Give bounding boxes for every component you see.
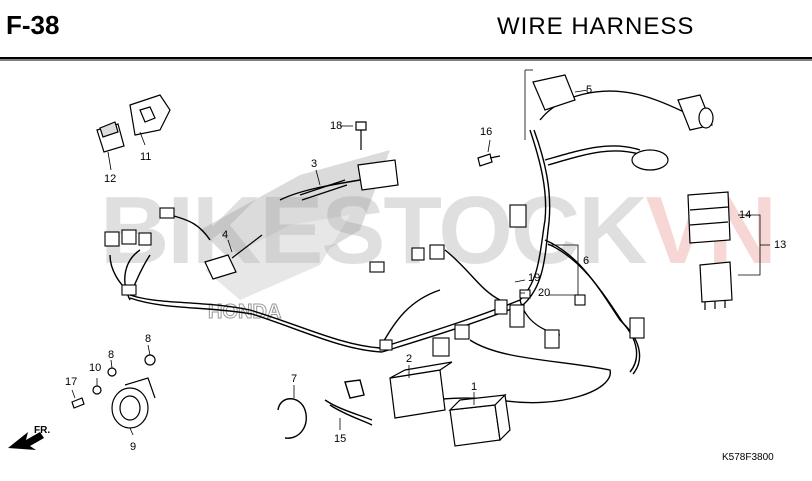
- small-connectors: [104, 204, 645, 357]
- callout-15: 15: [334, 433, 347, 445]
- part-3-coil: [299, 159, 399, 201]
- leader-lines: [71, 69, 770, 436]
- part-14-relay: [687, 191, 731, 244]
- part-18-bolt: [355, 121, 367, 150]
- part-1-box: [448, 393, 511, 447]
- callout-14: 14: [739, 209, 752, 221]
- callout-11: 11: [140, 151, 152, 163]
- main-harness: [109, 90, 691, 411]
- callout-19: 19: [528, 272, 541, 284]
- part-7-clamp: [277, 398, 307, 439]
- part-2-box: [389, 361, 453, 419]
- callout-8b: 8: [108, 349, 115, 361]
- part-5-connector: [532, 74, 576, 111]
- part-16-bolt: [477, 153, 501, 167]
- part-12-connector: [96, 121, 125, 153]
- callout-4: 4: [222, 229, 229, 241]
- diagram-title: WIRE HARNESS: [497, 13, 695, 40]
- front-direction-arrow: [8, 432, 44, 450]
- callout-10: 10: [89, 362, 102, 374]
- callout-7: 7: [291, 373, 298, 385]
- callout-8a: 8: [145, 333, 152, 345]
- callout-1: 1: [471, 381, 478, 393]
- callout-2: 2: [406, 353, 413, 365]
- callout-12: 12: [104, 173, 117, 185]
- callout-13: 13: [774, 239, 787, 251]
- callout-17: 17: [65, 376, 78, 388]
- diagram-code-title: F-38: [6, 10, 60, 40]
- part-15-band: [324, 379, 373, 426]
- callout-16: 16: [480, 126, 493, 138]
- callout-3: 3: [311, 158, 318, 170]
- grommet: [631, 149, 669, 171]
- part-13-relay: [699, 261, 733, 310]
- front-label: FR.: [34, 425, 51, 436]
- part-11-connector: [129, 94, 171, 136]
- callout-20: 20: [538, 287, 551, 299]
- part-4-plug-cap: [204, 234, 263, 280]
- round-connector: [677, 94, 714, 131]
- hardware: [71, 354, 156, 409]
- part-9-horn: [111, 377, 156, 429]
- diagram-reference-code: K578F3800: [722, 452, 774, 463]
- callout-9: 9: [130, 441, 137, 453]
- callout-6: 6: [583, 255, 590, 267]
- callout-5: 5: [586, 84, 593, 96]
- header-rule: [0, 57, 812, 59]
- honda-wing-logo: [200, 150, 390, 300]
- callout-18: 18: [330, 120, 343, 132]
